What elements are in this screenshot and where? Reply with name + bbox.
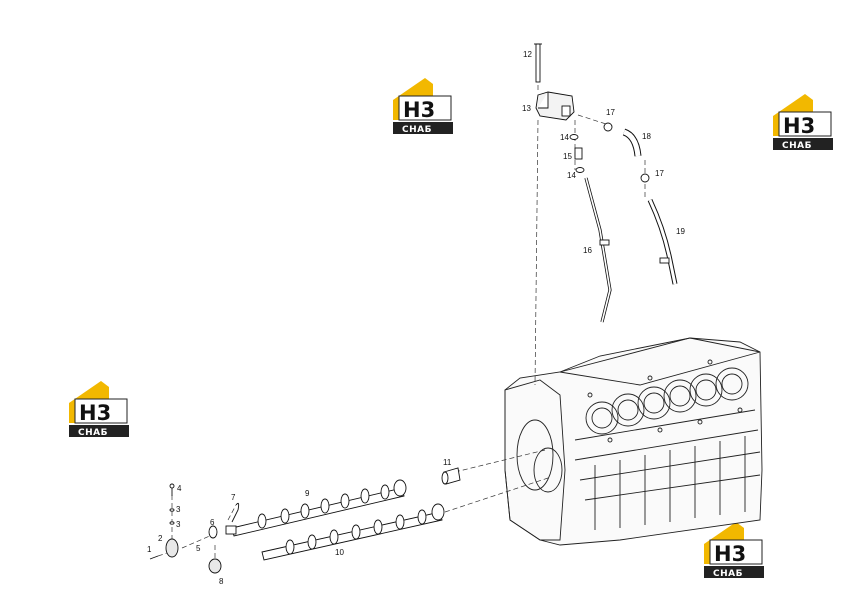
assembly-lines — [157, 85, 646, 560]
callout-3: 3 — [176, 505, 181, 514]
watermark-mark: H3 — [783, 114, 815, 138]
watermark-label: СНАБ — [713, 569, 743, 579]
watermark-logo-top-center: H3 СНАБ — [393, 78, 453, 135]
callout-9: 9 — [305, 489, 310, 498]
engine-block — [504, 337, 763, 546]
watermark-mark: H3 — [714, 542, 746, 566]
callout-19: 19 — [676, 227, 685, 236]
callout-10: 10 — [335, 548, 344, 557]
callout-7: 7 — [231, 493, 236, 502]
callout-17: 17 — [655, 169, 664, 178]
callout-14: 14 — [560, 133, 569, 142]
callouts: 1 2 3 3 4 5 6 7 8 9 10 11 12 13 14 14 15… — [147, 50, 685, 586]
callout-14: 14 — [567, 171, 576, 180]
callout-5: 5 — [196, 544, 201, 553]
callout-3: 3 — [176, 520, 181, 529]
watermark-label: СНАБ — [782, 141, 812, 151]
camshaft-lower — [261, 503, 445, 561]
callout-2: 2 — [158, 534, 163, 543]
callout-8: 8 — [219, 577, 224, 586]
callout-4: 4 — [177, 484, 182, 493]
callout-6: 6 — [210, 518, 215, 527]
callout-15: 15 — [563, 152, 572, 161]
breather-assembly — [534, 43, 678, 323]
callout-11: 11 — [443, 458, 452, 467]
watermark-mark: H3 — [79, 401, 111, 425]
watermark-logo-bottom-right: H3 СНАБ — [704, 522, 764, 579]
callout-16: 16 — [583, 246, 592, 255]
front-small-parts — [149, 483, 240, 574]
watermark-label: СНАБ — [402, 125, 432, 135]
callout-1: 1 — [147, 545, 152, 554]
watermark-logo-top-right: H3 СНАБ — [773, 94, 833, 151]
watermark-label: СНАБ — [78, 428, 108, 438]
callout-18: 18 — [642, 132, 651, 141]
watermark-logo-left: H3 СНАБ — [69, 381, 129, 438]
callout-17: 17 — [606, 108, 615, 117]
callout-13: 13 — [522, 104, 531, 113]
bushing — [441, 467, 461, 485]
callout-12: 12 — [523, 50, 532, 59]
watermark-mark: H3 — [403, 98, 435, 122]
camshaft-upper — [231, 479, 407, 537]
